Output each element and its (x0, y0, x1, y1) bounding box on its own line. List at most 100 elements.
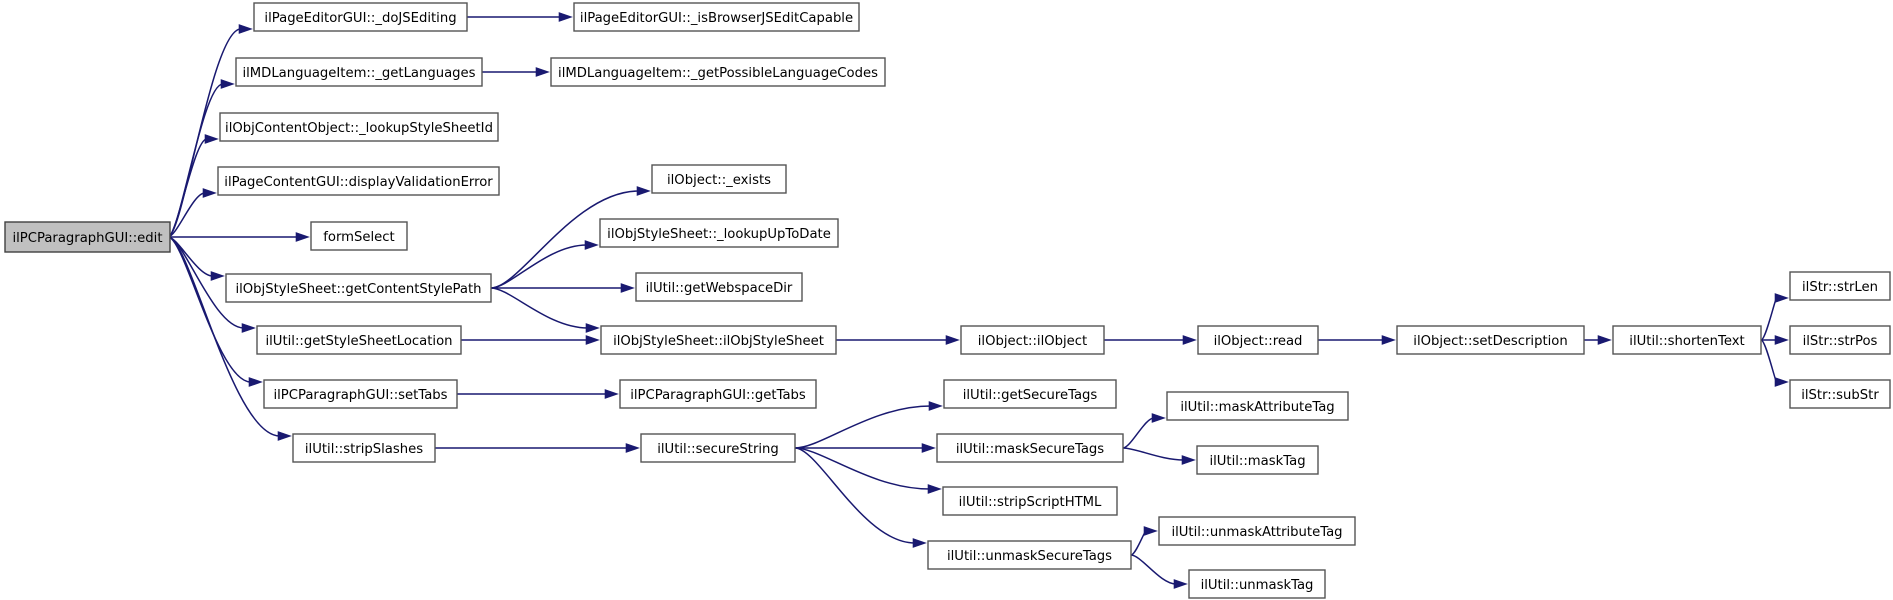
node-box[interactable] (225, 273, 492, 303)
arrow-head-icon (1151, 413, 1166, 423)
edge-ilobject-read-to-ilobject-setdescription (1318, 335, 1396, 345)
node-box[interactable] (573, 2, 860, 32)
node-ilpcparagraphgui-gettabs[interactable]: ilPCParagraphGUI::getTabs (619, 379, 817, 409)
node-box[interactable] (310, 221, 408, 251)
node-box[interactable] (219, 112, 499, 142)
node-ilobjcontentobject-lookupstylesheetid[interactable]: ilObjContentObject::_lookupStyleSheetId (219, 112, 499, 142)
edge-line (794, 447, 930, 490)
node-box[interactable] (1789, 325, 1891, 355)
arrow-head-icon (1597, 335, 1612, 345)
node-box[interactable] (217, 166, 500, 196)
edge-ilutil-unmasksecuretags-to-ilutil-unmaskattributetag (1130, 526, 1158, 556)
arrow-head-icon (1143, 526, 1158, 536)
node-box[interactable] (292, 433, 436, 463)
node-ilutil-stripscripthtml[interactable]: ilUtil::stripScriptHTML (942, 486, 1118, 516)
node-ilutil-unmasksecuretags[interactable]: ilUtil::unmaskSecureTags (927, 540, 1132, 570)
node-ilutil-unmaskattributetag[interactable]: ilUtil::unmaskAttributeTag (1158, 516, 1356, 546)
node-ilobject-setdescription[interactable]: ilObject::setDescription (1396, 325, 1585, 355)
node-box[interactable] (943, 379, 1117, 409)
node-ilpageeditorgui-dojsediting[interactable]: ilPageEditorGUI::_doJSEditing (253, 2, 468, 32)
arrow-head-icon (220, 79, 235, 89)
node-ilutil-getstylesheetlocation[interactable]: ilUtil::getStyleSheetLocation (256, 325, 462, 355)
edge-line (1760, 339, 1778, 383)
node-ilstr-strpos[interactable]: ilStr::strPos (1789, 325, 1891, 355)
node-ilutil-masktag[interactable]: ilUtil::maskTag (1196, 445, 1319, 475)
node-ilutil-stripslashes[interactable]: ilUtil::stripSlashes (292, 433, 436, 463)
edge-line (1760, 297, 1778, 341)
arrow-head-icon (204, 134, 219, 144)
node-box[interactable] (619, 379, 817, 409)
node-formselect[interactable]: formSelect (310, 221, 408, 251)
node-ilmdlanguageitem-getlanguages[interactable]: ilMDLanguageItem::_getLanguages (235, 57, 483, 87)
arrow-head-icon (604, 389, 619, 399)
node-box[interactable] (1197, 325, 1319, 355)
edge-ilpcparagraphgui-edit-to-ilutil-stripslashes (167, 236, 292, 441)
node-box[interactable] (651, 164, 787, 194)
node-ilmdlanguageitem-getpossiblelanguagecodes[interactable]: ilMDLanguageItem::_getPossibleLanguageCo… (550, 57, 886, 87)
edge-line (794, 447, 915, 544)
node-box[interactable] (235, 57, 483, 87)
node-ilobject-exists[interactable]: ilObject::_exists (651, 164, 787, 194)
root-node-ilpcparagraphgui-edit[interactable]: ilPCParagraphGUI::edit (4, 221, 171, 253)
node-box[interactable] (927, 540, 1132, 570)
node-box[interactable] (256, 325, 462, 355)
node-box[interactable] (1166, 391, 1349, 421)
edge-ilobjstylesheet-ilobjstylesheet-to-ilobject-ilobject (836, 335, 960, 345)
node-box[interactable] (1196, 445, 1319, 475)
node-box[interactable] (4, 221, 171, 253)
node-ilutil-shortentext[interactable]: ilUtil::shortenText (1612, 325, 1762, 355)
node-ilpagecontentgui-displayvalidationerror[interactable]: ilPageContentGUI::displayValidationError (217, 166, 500, 196)
edge-line (490, 287, 588, 329)
edge-ilutil-unmasksecuretags-to-ilutil-unmasktag (1130, 554, 1188, 589)
node-box[interactable] (960, 325, 1105, 355)
arrow-head-icon (558, 12, 573, 22)
node-box[interactable] (1158, 516, 1356, 546)
node-ilutil-securestring[interactable]: ilUtil::secureString (640, 433, 796, 463)
node-ilobjstylesheet-getcontentstylepath[interactable]: ilObjStyleSheet::getContentStylePath (225, 273, 492, 303)
arrow-head-icon (620, 283, 635, 293)
node-ilobject-read[interactable]: ilObject::read (1197, 325, 1319, 355)
edge-ilpcparagraphgui-edit-to-ilpcparagraphgui-settabs (167, 236, 263, 387)
node-box[interactable] (1789, 379, 1891, 409)
arrow-head-icon (912, 538, 927, 548)
arrow-head-icon (585, 335, 600, 345)
node-ilobjstylesheet-lookupuptodate[interactable]: ilObjStyleSheet::_lookupUpToDate (599, 218, 839, 248)
edge-ilutil-shortentext-to-ilstr-strlen (1760, 293, 1789, 341)
edge-line (1122, 447, 1184, 461)
arrow-head-icon (636, 186, 651, 196)
edge-ilobject-setdescription-to-ilutil-shortentext (1584, 335, 1612, 345)
arrow-head-icon (1182, 335, 1197, 345)
node-box[interactable] (1188, 569, 1326, 599)
node-box[interactable] (263, 379, 458, 409)
node-ilpageeditorgui-isbrowserjseditcapable[interactable]: ilPageEditorGUI::_isBrowserJSEditCapable (573, 2, 860, 32)
arrow-head-icon (1173, 579, 1188, 589)
node-box[interactable] (550, 57, 886, 87)
node-ilutil-getwebspacedir[interactable]: ilUtil::getWebspaceDir (635, 272, 803, 302)
node-box[interactable] (936, 433, 1124, 463)
node-ilutil-masksecuretags[interactable]: ilUtil::maskSecureTags (936, 433, 1124, 463)
node-box[interactable] (640, 433, 796, 463)
arrow-head-icon (238, 24, 253, 34)
node-ilutil-getsecuretags[interactable]: ilUtil::getSecureTags (943, 379, 1117, 409)
node-ilpcparagraphgui-settabs[interactable]: ilPCParagraphGUI::setTabs (263, 379, 458, 409)
node-box[interactable] (942, 486, 1118, 516)
node-box[interactable] (1612, 325, 1762, 355)
node-box[interactable] (1789, 271, 1891, 301)
arrow-head-icon (1181, 455, 1196, 465)
node-box[interactable] (1396, 325, 1585, 355)
arrow-head-icon (295, 232, 310, 242)
edge-ilobjstylesheet-getcontentstylepath-to-ilobjstylesheet-ilobjstylesheet (490, 287, 600, 333)
node-ilobjstylesheet-ilobjstylesheet[interactable]: ilObjStyleSheet::ilObjStyleSheet (600, 325, 837, 355)
node-box[interactable] (253, 2, 468, 32)
node-ilobject-ilobject[interactable]: ilObject::ilObject (960, 325, 1105, 355)
node-ilutil-maskattributetag[interactable]: ilUtil::maskAttributeTag (1166, 391, 1349, 421)
node-ilutil-unmasktag[interactable]: ilUtil::unmaskTag (1188, 569, 1326, 599)
edge-line (167, 83, 224, 238)
node-box[interactable] (599, 218, 839, 248)
node-box[interactable] (600, 325, 837, 355)
edge-line (1130, 530, 1147, 556)
arrow-head-icon (1774, 377, 1789, 387)
node-ilstr-substr[interactable]: ilStr::subStr (1789, 379, 1891, 409)
node-box[interactable] (635, 272, 803, 302)
node-ilstr-strlen[interactable]: ilStr::strLen (1789, 271, 1891, 301)
